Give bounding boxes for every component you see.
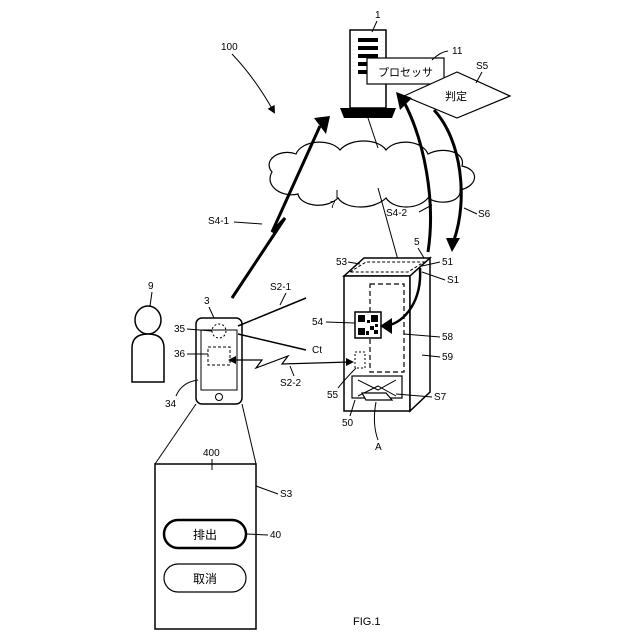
step-s2-1-label: S2-1 [270, 282, 292, 293]
vending-reader-ref-label: 55 [327, 390, 339, 401]
camera-view-lower [238, 334, 306, 350]
vending-outlet-ref-label: 50 [342, 418, 354, 429]
screen-ref-label: 400 [203, 448, 220, 459]
figure-label: FIG.1 [353, 616, 381, 628]
product-ref-label: A [375, 442, 382, 453]
phone-module-ref-label: 36 [174, 349, 186, 360]
camera-view-upper [238, 298, 306, 326]
step-s7-label: S7 [434, 392, 447, 403]
vending-ref-leader [418, 248, 424, 258]
qr-code [355, 312, 381, 338]
step-s1-label: S1 [447, 275, 460, 286]
system-ref-label: 100 [221, 42, 238, 53]
server-ref-label: 1 [375, 10, 381, 21]
step-s2-1-leader [280, 293, 286, 305]
step-s6-leader [464, 208, 477, 214]
phone-camera-ref-label: 35 [174, 324, 186, 335]
projection-line-right [242, 404, 256, 464]
network-cloud [269, 141, 474, 207]
vending-inner-ref-label: 58 [442, 332, 454, 343]
processor-label: プロセッサ [378, 66, 433, 79]
dispense-button[interactable]: 排出 [164, 520, 246, 548]
step-s2-2-label: S2-2 [280, 378, 302, 389]
phone-ref-label: 3 [204, 296, 210, 307]
cancel-button-label: 取消 [193, 572, 217, 586]
step-s6-label: S6 [478, 209, 491, 220]
judgement-label: 判定 [445, 89, 467, 103]
step-s4-1-label: S4-1 [208, 216, 230, 227]
step-s2-2-leader [290, 366, 294, 376]
system-ref-arrow [232, 54, 274, 112]
step-s4-2-label: S4-2 [386, 208, 408, 219]
judgement-ref-label: S5 [476, 61, 489, 72]
phone-body-ref-label: 34 [165, 399, 177, 410]
projection-line-left [155, 404, 196, 464]
processor-ref-label: 11 [452, 46, 463, 57]
qr-ref-label: 54 [312, 317, 324, 328]
phone-body-ref-leader [176, 380, 198, 396]
vending-side-ref-label: 59 [442, 352, 454, 363]
user-figure [132, 306, 164, 382]
step-s3-leader [256, 486, 278, 494]
cancel-button[interactable]: 取消 [164, 564, 246, 592]
wireless-arrow-s4-1 [232, 126, 320, 298]
step-s3-label: S3 [280, 489, 293, 500]
network-ref-label: 7 [330, 200, 336, 211]
vending-ref-label: 5 [414, 237, 420, 248]
dispense-button-label: 排出 [193, 528, 217, 542]
user-ref-leader [150, 292, 152, 306]
step-s4-1-leader [234, 222, 262, 224]
phone-ref-leader [209, 307, 214, 318]
vending-top-ref-label: 53 [336, 257, 348, 268]
vending-module-ref-label: 51 [442, 257, 454, 268]
short-range-link [232, 356, 350, 368]
user-ref-label: 9 [148, 281, 154, 292]
content-label: Ct [312, 345, 322, 356]
arrowhead-s6 [446, 238, 460, 252]
button-ref-label: 40 [270, 530, 282, 541]
